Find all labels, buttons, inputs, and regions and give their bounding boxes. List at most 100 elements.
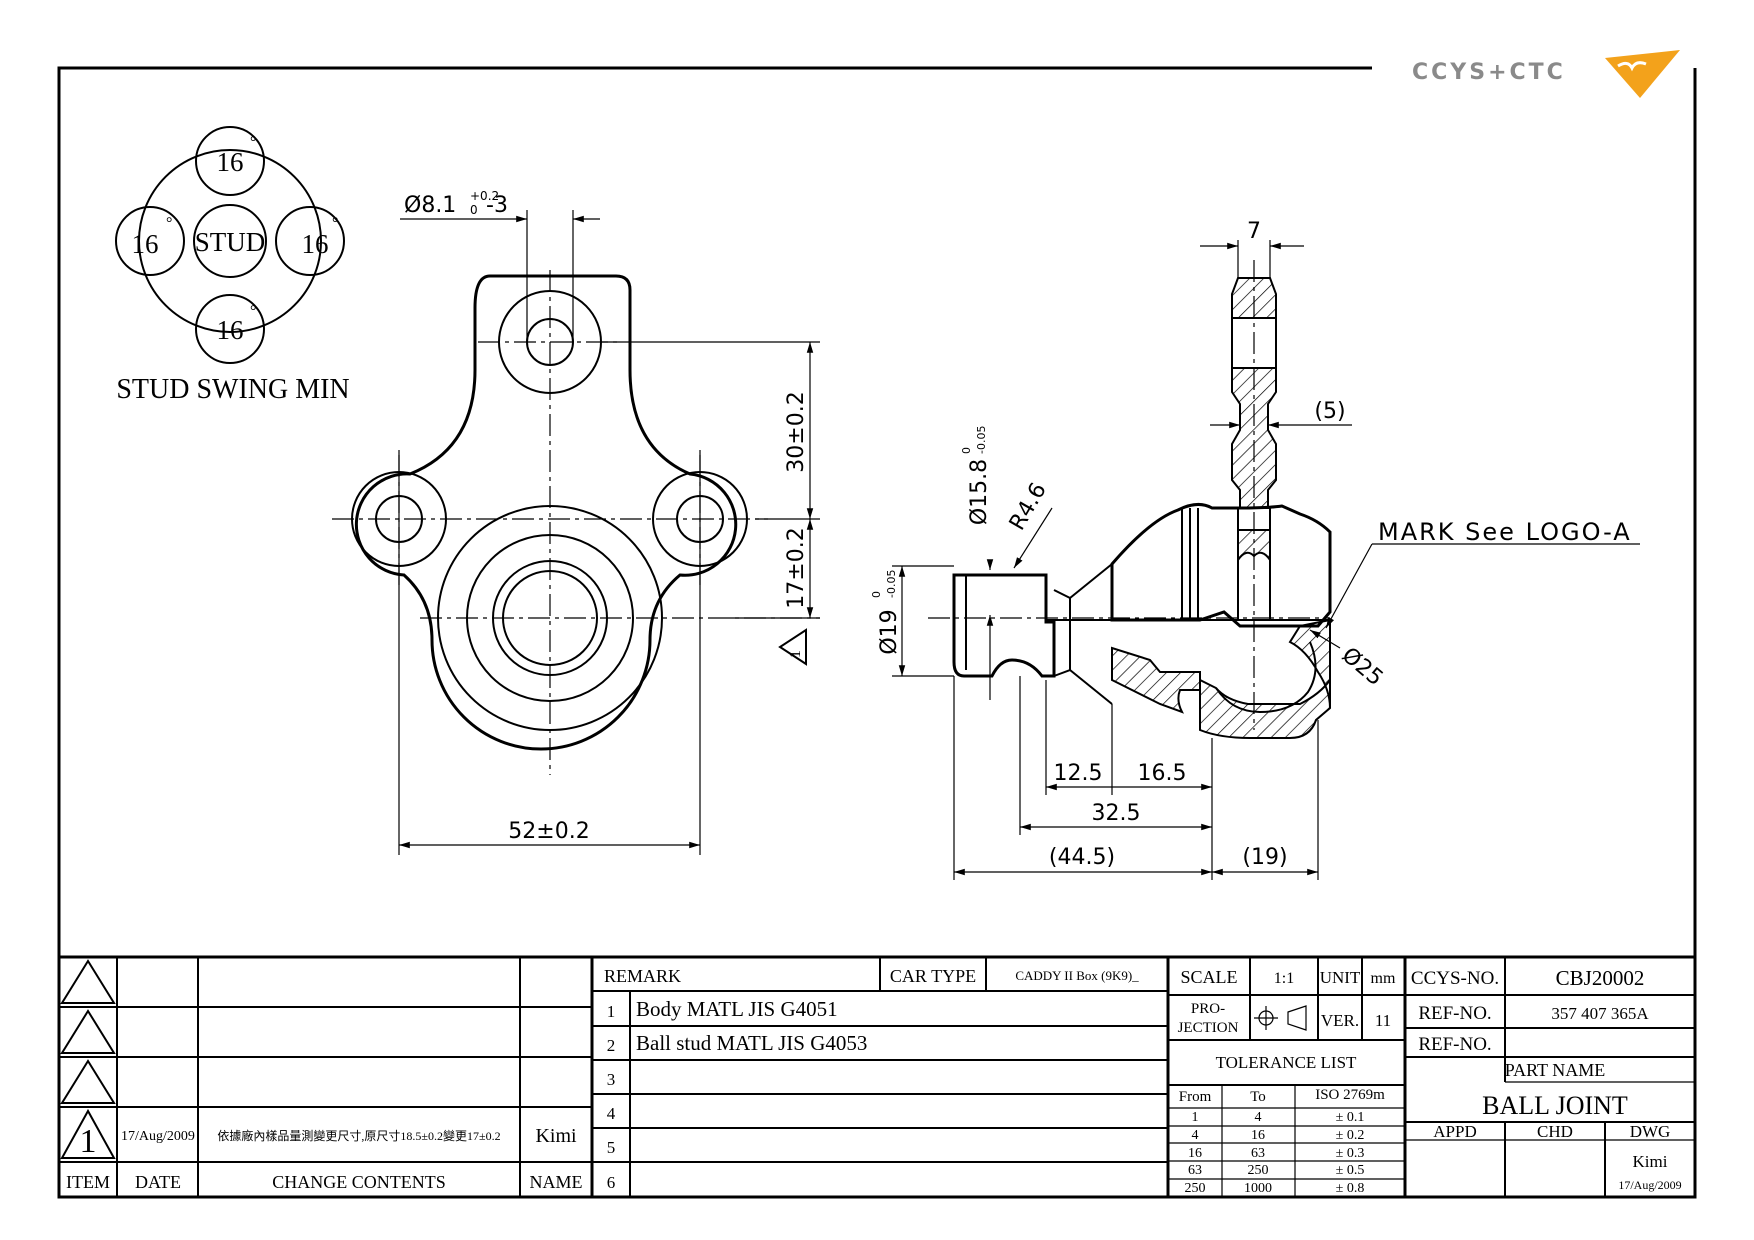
dim-30: 30±0.2: [784, 391, 809, 472]
tol-value: ± 0.8: [1336, 1181, 1365, 1196]
tol-to: 1000: [1244, 1181, 1272, 1196]
tol-from: 1: [1192, 1110, 1199, 1125]
ver-label: VER.: [1321, 1011, 1359, 1030]
tol-from: 16: [1188, 1146, 1202, 1161]
tol-header-iso: ISO 2769m: [1315, 1087, 1385, 1103]
front-view: Ø8.1 +0.2 0 -3 30±0.2 17±0.2 1 52±0.2: [332, 189, 820, 855]
unit-value: mm: [1371, 970, 1396, 987]
ver-value: 11: [1375, 1011, 1391, 1030]
title-block: 1 17/Aug/2009 依據廠內樣品量測變更尺寸,原尺寸18.5±0.2變更…: [59, 955, 1695, 1197]
rev-header-item: ITEM: [66, 1172, 110, 1192]
tol-from: 63: [1188, 1163, 1202, 1178]
dim-hole-suffix: -3: [486, 193, 508, 218]
part-name-label: PART NAME: [1505, 1060, 1605, 1080]
stud-swing-view: STUD 16 16 16 16 ° ° ° ° STUD SWING MIN: [115, 126, 350, 405]
dim-19-ref: (19): [1242, 845, 1287, 870]
rev-date: 17/Aug/2009: [121, 1129, 195, 1144]
degree-mark: °: [250, 303, 256, 320]
remark-text: Body MATL JIS G4051: [636, 997, 838, 1021]
swing-angle-bottom: 16: [217, 315, 244, 345]
rev-header-name: NAME: [530, 1172, 583, 1192]
scale-label: SCALE: [1180, 967, 1237, 987]
remark-no: 4: [607, 1104, 616, 1123]
ccys-no-label: CCYS-NO.: [1411, 968, 1499, 989]
degree-mark: °: [166, 215, 172, 232]
rev-header-date: DATE: [135, 1172, 181, 1192]
dim-12-5: 12.5: [1054, 761, 1103, 786]
dim-shank-tol-lower: -0.05: [885, 570, 898, 598]
tol-to: 63: [1251, 1146, 1265, 1161]
dwg-label: DWG: [1630, 1122, 1671, 1141]
dim-radius: R4.6: [1005, 479, 1052, 535]
tolerance-title: TOLERANCE LIST: [1216, 1053, 1357, 1072]
tol-header-from: From: [1179, 1089, 1212, 1105]
part-name-value: BALL JOINT: [1482, 1091, 1628, 1120]
dim-shank-tol-upper: 0: [870, 591, 883, 598]
swing-angle-right: 16: [302, 229, 329, 259]
rev-header-contents: CHANGE CONTENTS: [272, 1172, 446, 1192]
rev-item: 1: [80, 1123, 97, 1160]
tol-to: 16: [1251, 1128, 1265, 1143]
chd-label: CHD: [1537, 1122, 1573, 1141]
tol-value: ± 0.2: [1336, 1128, 1365, 1143]
tol-to: 250: [1248, 1163, 1269, 1178]
ccys-no-value: CBJ20002: [1556, 966, 1645, 990]
rev-mark-front: 1: [787, 650, 804, 658]
remark-no: 6: [607, 1173, 616, 1192]
dim-16-5: 16.5: [1138, 761, 1187, 786]
remark-no: 2: [607, 1036, 616, 1055]
remark-label: REMARK: [604, 966, 681, 986]
dim-socket-dia: Ø25: [1337, 643, 1388, 691]
dim-hole-tol-upper: +0.2: [470, 189, 499, 203]
tol-value: ± 0.1: [1336, 1110, 1365, 1125]
swing-center-label: STUD: [195, 227, 266, 257]
revision-table: 1 17/Aug/2009 依據廠內樣品量測變更尺寸,原尺寸18.5±0.2變更…: [59, 957, 594, 1197]
rev-contents: 依據廠內樣品量測變更尺寸,原尺寸18.5±0.2變更17±0.2: [217, 1128, 500, 1143]
swing-angle-top: 16: [217, 147, 244, 177]
tol-from: 4: [1192, 1128, 1199, 1143]
dim-hole-dia: Ø8.1: [404, 193, 456, 218]
remark-text: Ball stud MATL JIS G4053: [636, 1031, 867, 1055]
tol-from: 250: [1185, 1181, 1206, 1196]
dim-52: 52±0.2: [508, 819, 589, 844]
projection-label: JECTION: [1178, 1020, 1239, 1036]
scale-tolerance-block: SCALE 1:1 UNIT mm PRO- JECTION VER. 11 T…: [1168, 957, 1407, 1197]
degree-mark: °: [332, 215, 338, 232]
ref-no-label: REF-NO.: [1418, 1003, 1491, 1024]
dim-ball-tol-lower: -0.05: [975, 426, 988, 454]
dim-ball-dia: Ø15.8: [967, 459, 992, 525]
appd-label: APPD: [1433, 1122, 1476, 1141]
tol-value: ± 0.3: [1336, 1146, 1365, 1161]
tol-header-to: To: [1250, 1089, 1266, 1105]
logo-text: CCYS+CTC: [1412, 60, 1566, 85]
dim-44-5: (44.5): [1049, 845, 1115, 870]
swing-angle-left: 16: [132, 229, 159, 259]
side-view: 7 (5) Ø15.8 0 -0.05 R4.6 Ø19 0 -0.05 Ø25…: [870, 219, 1640, 880]
tol-value: ± 0.5: [1336, 1163, 1365, 1178]
dwg-name: Kimi: [1633, 1152, 1668, 1171]
part-info-block: CCYS-NO. CBJ20002 REF-NO. 357 407 365A R…: [1405, 957, 1695, 1197]
remark-no: 3: [607, 1070, 616, 1089]
dim-32-5: 32.5: [1092, 801, 1141, 826]
scale-value: 1:1: [1274, 970, 1294, 987]
remark-table: REMARK CAR TYPE CADDY II Box (9K9)_ 1 2 …: [592, 957, 1170, 1197]
car-type-value: CADDY II Box (9K9)_: [1015, 968, 1139, 983]
dim-ball-tol-upper: 0: [960, 447, 973, 454]
ref-no-label-2: REF-NO.: [1418, 1034, 1491, 1055]
mark-note: MARK See LOGO-A: [1378, 518, 1632, 546]
tol-to: 4: [1255, 1110, 1262, 1125]
logo-mark: [1605, 50, 1680, 98]
dim-5-ref: (5): [1314, 399, 1345, 424]
rev-name: Kimi: [535, 1125, 577, 1147]
projection-symbol-icon: [1254, 1005, 1307, 1031]
dim-hole-tol-lower: 0: [470, 203, 478, 217]
degree-mark: °: [250, 134, 256, 151]
dim-7: 7: [1247, 219, 1261, 244]
remark-no: 1: [607, 1002, 616, 1021]
projection-label: PRO-: [1191, 1001, 1225, 1017]
sheet-frame: [57, 66, 1697, 1199]
dwg-date: 17/Aug/2009: [1618, 1178, 1681, 1192]
car-type-label: CAR TYPE: [890, 966, 976, 986]
unit-label: UNIT: [1320, 968, 1361, 987]
